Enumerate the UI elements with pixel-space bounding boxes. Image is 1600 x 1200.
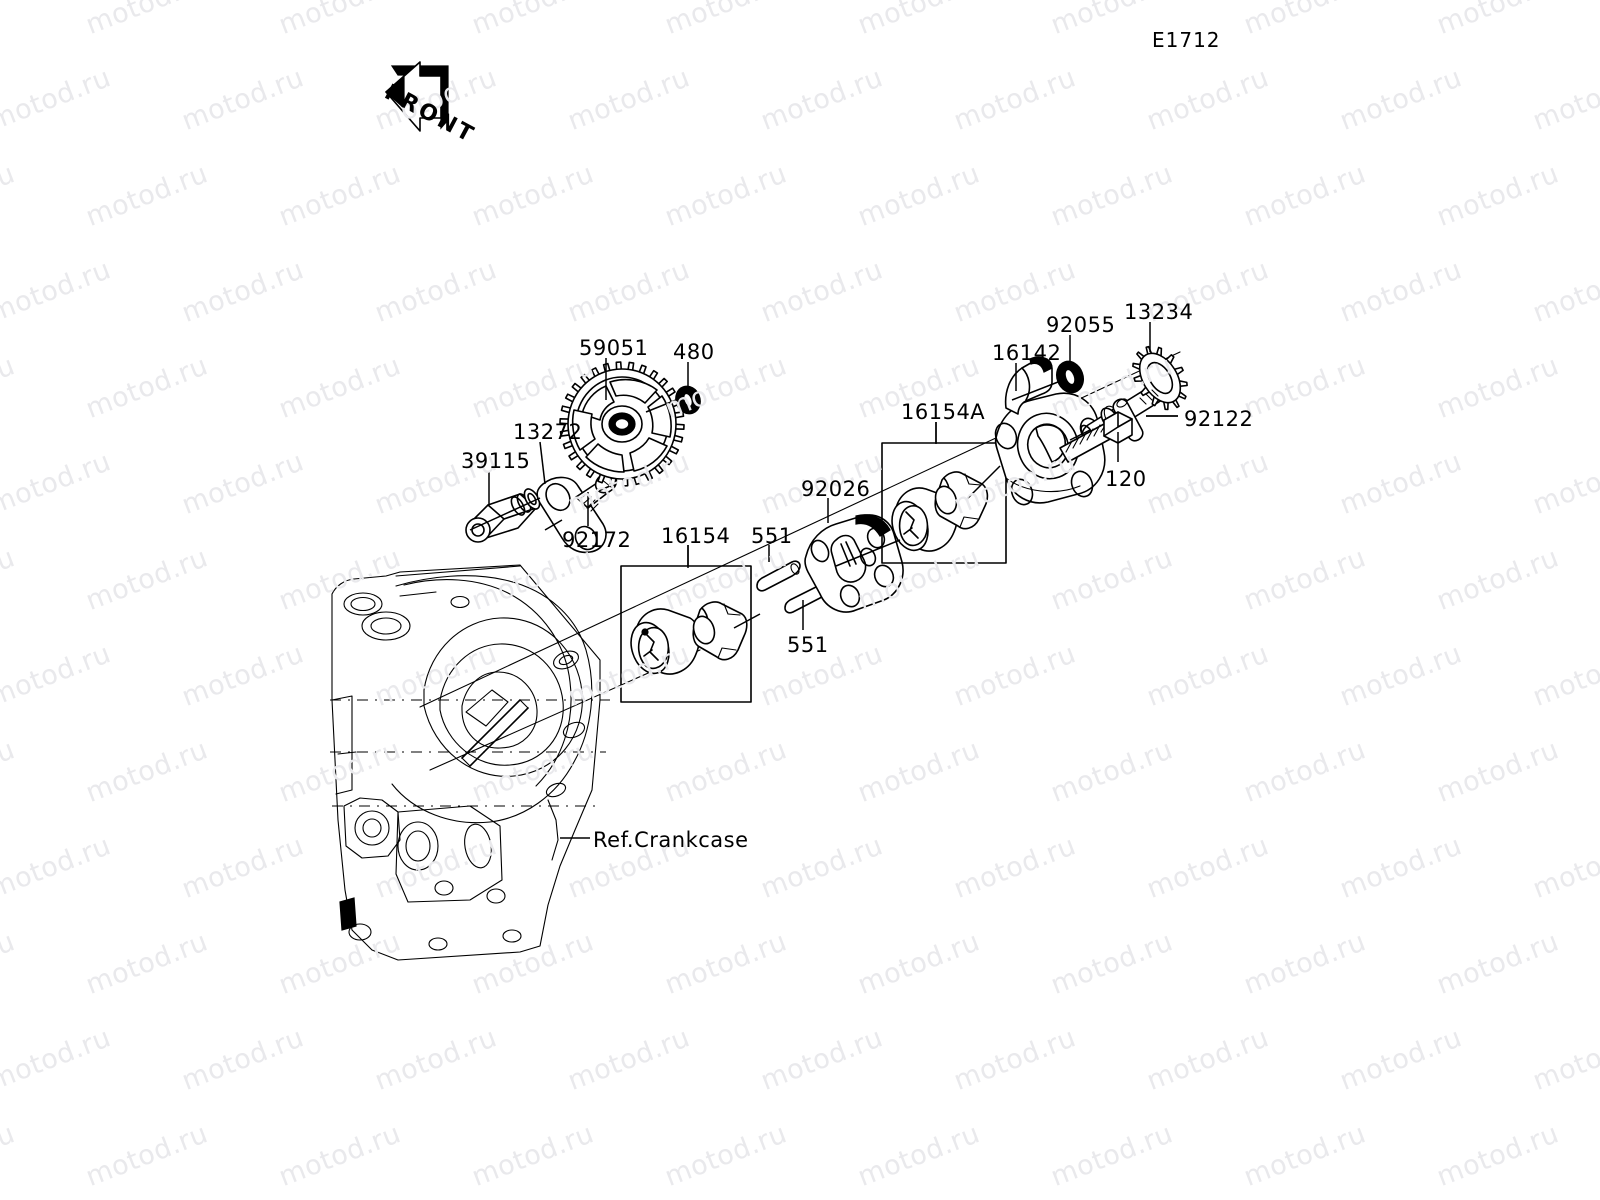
callout-480: 480 (673, 340, 715, 364)
part-16142-pump-body (994, 356, 1106, 506)
part-120-bolt (1059, 411, 1133, 463)
part-16154A-inner-rotor (934, 471, 989, 530)
callout-92026: 92026 (801, 477, 871, 501)
callout-92172: 92172 (562, 528, 632, 552)
part-92026-pump-cover (804, 514, 904, 613)
part-480-washer (675, 385, 701, 415)
callout-551: 551 (787, 633, 829, 657)
part-16154-outer-rotor (630, 608, 701, 675)
leader-13272 (539, 441, 546, 485)
callout-13234: 13234 (1124, 300, 1194, 324)
callout-16142: 16142 (992, 341, 1062, 365)
part-16154-inner-rotor (692, 601, 748, 661)
callout-92055: 92055 (1046, 313, 1116, 337)
part-13272-plate (536, 476, 607, 554)
callout-39115: 39115 (461, 449, 531, 473)
callout-120: 120 (1105, 467, 1147, 491)
diagram-code: E1712 (1152, 28, 1221, 52)
ref-crankcase-label: Ref.Crankcase (593, 828, 749, 852)
callout-551: 551 (751, 524, 793, 548)
part-pointer-lines (469, 381, 1091, 629)
callout-16154A: 16154A (901, 400, 986, 424)
callout-16154: 16154 (661, 524, 731, 548)
callout-92122: 92122 (1184, 407, 1254, 431)
part-551-pin-upper (756, 560, 801, 592)
callout-leader-lines (488, 322, 1178, 630)
callout-59051: 59051 (579, 336, 649, 360)
part-92055-o-ring (1056, 360, 1084, 394)
front-arrow-icon (385, 61, 449, 132)
crankcase-reference-illustration (330, 564, 610, 961)
part-59051-sprocket (559, 361, 685, 487)
ref-crankcase-leader (547, 799, 590, 861)
front-arrow-label: FRONT (380, 80, 480, 149)
callout-13272: 13272 (513, 420, 583, 444)
